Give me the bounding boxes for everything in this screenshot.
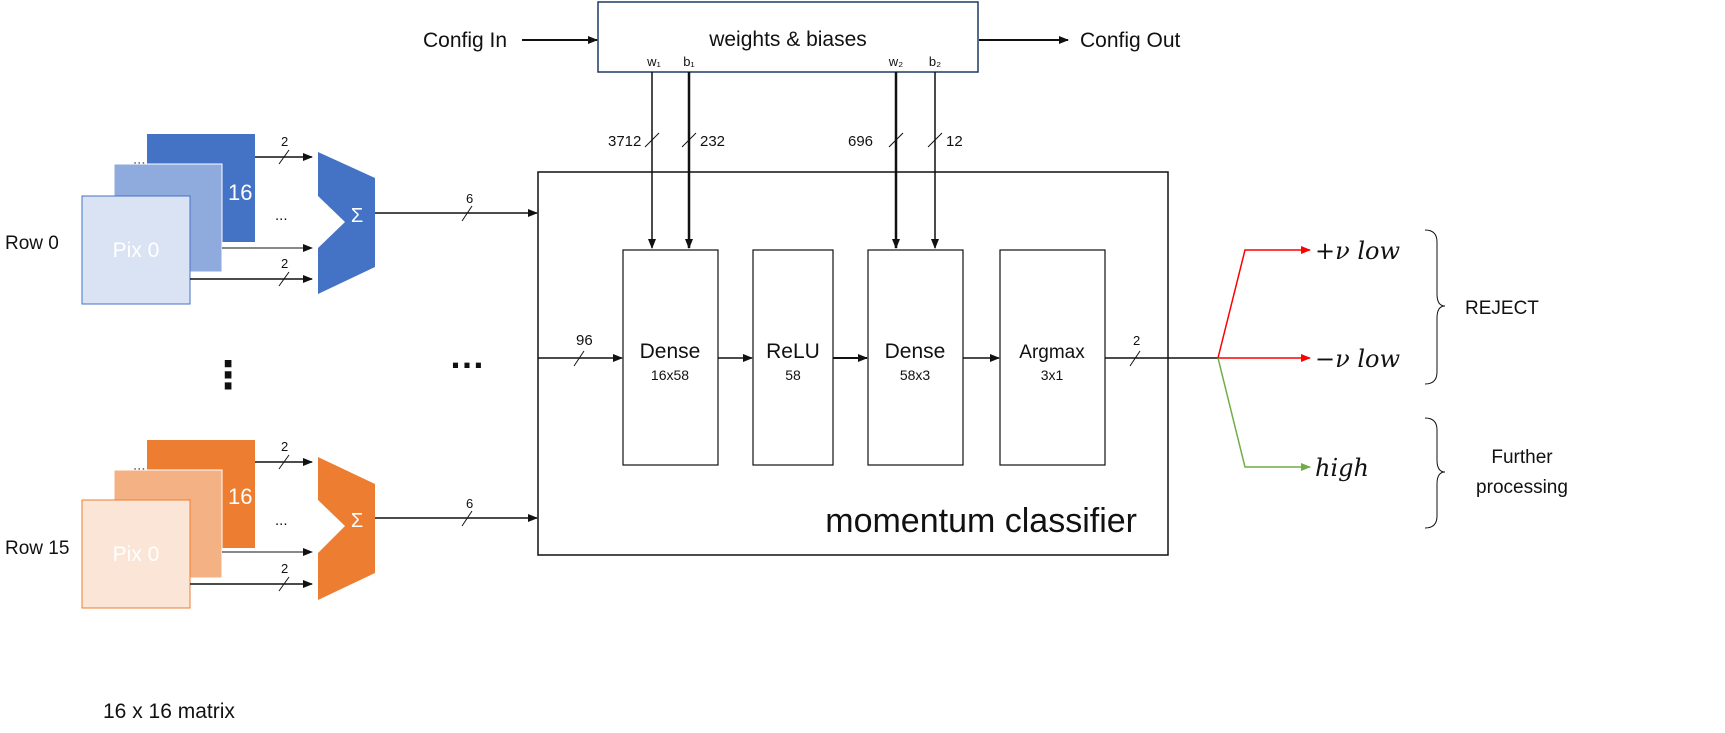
dense-2-block: Dense 58x3 [867, 249, 964, 466]
weights-biases-block: weights & biases w₁ b₁ w₂ b₂ [597, 1, 979, 73]
row-15-bus-ellipsis: ... [275, 512, 288, 529]
dense-1-box [622, 249, 719, 466]
port-b2: b₂ [929, 54, 941, 69]
w2-bus-slash [888, 132, 904, 148]
classifier-input-bus-slash [573, 350, 585, 367]
dense-2-dims: 58x3 [900, 367, 931, 383]
dense-1-block: Dense 16x58 [622, 249, 719, 466]
output-branch-high [1217, 357, 1311, 471]
output-label-high: high [1315, 454, 1369, 482]
reject-bracket [1424, 229, 1446, 385]
further-processing-bracket [1424, 417, 1446, 529]
weights-biases-box [597, 1, 979, 73]
output-branch-plus-nu-low [1217, 246, 1311, 359]
b1-bus-width: 232 [700, 133, 725, 150]
relu-block: ReLU 58 [752, 249, 834, 466]
row-0-pix-bus-1-width: 2 [281, 134, 288, 149]
row-15-pixel-stack: ... 16 Pix 0 [81, 440, 255, 609]
row-0-sum-bus-slash [461, 205, 473, 222]
b2-bus-slash [927, 132, 943, 148]
matrix-caption: 16 x 16 matrix [103, 700, 235, 723]
row-0-sum-bus-width: 6 [466, 191, 473, 206]
dense-1-dims: 16x58 [651, 367, 689, 383]
dense-2-box [867, 249, 964, 466]
row-15-front-label: Pix 0 [113, 543, 160, 566]
row-15-pix-bus-3-slash [278, 576, 290, 592]
rows-horizontal-ellipsis: … [449, 335, 485, 376]
row-15-sum-block [318, 457, 375, 600]
dense-1-label: Dense [640, 340, 701, 363]
relu-dims: 58 [785, 367, 801, 383]
relu-box [752, 249, 834, 466]
port-b1: b₁ [683, 54, 695, 69]
config-in-label: Config In [423, 29, 507, 52]
classifier-input-bus-width: 96 [576, 332, 593, 349]
output-label-minus-nu-low: −ν low [1315, 345, 1400, 373]
row-15-sum-bus-width: 6 [466, 496, 473, 511]
row-0-tile-index: 16 [228, 180, 252, 205]
b2-bus-width: 12 [946, 133, 963, 150]
row-15-sum-bus-slash [461, 510, 473, 527]
output-label-plus-nu-low: +ν low [1315, 237, 1400, 265]
row-15-tile-index: 16 [228, 484, 252, 509]
row-15-sum-symbol: Σ [351, 510, 363, 532]
w1-bus-slash [644, 132, 660, 148]
b1-bus-slash [681, 132, 697, 148]
row-0-pix-bus-3-width: 2 [281, 256, 288, 271]
row-0-pix-bus-3-slash [278, 271, 290, 287]
argmax-dims: 3x1 [1041, 367, 1064, 383]
classifier-output-bus-slash [1129, 350, 1141, 367]
row-0-pixel-stack: ... 16 Pix 0 [81, 134, 255, 305]
rows-vertical-ellipsis: ⋮ [209, 355, 247, 397]
argmax-label: Argmax [1019, 342, 1085, 363]
config-out-label: Config Out [1080, 29, 1181, 52]
row-0-sum-symbol: Σ [351, 205, 363, 227]
weights-biases-label: weights & biases [708, 28, 867, 51]
w2-bus-width: 696 [848, 133, 873, 150]
dense-2-label: Dense [885, 340, 946, 363]
row-0-front-label: Pix 0 [113, 239, 160, 262]
classifier-output-bus-width: 2 [1133, 333, 1140, 348]
row-15-front-tile [81, 499, 191, 609]
momentum-classifier-title: momentum classifier [825, 502, 1137, 540]
row-15-label: Row 15 [5, 538, 69, 559]
further-processing-label-line1: Further [1491, 447, 1553, 468]
w1-bus-width: 3712 [608, 133, 641, 150]
reject-label: REJECT [1465, 298, 1539, 319]
row-0-label: Row 0 [5, 233, 59, 254]
row-15-pix-bus-1-width: 2 [281, 439, 288, 454]
row-15-pix-bus-3-width: 2 [281, 561, 288, 576]
relu-label: ReLU [766, 340, 820, 363]
port-w1: w₁ [646, 54, 661, 69]
row-0-sum-block [318, 152, 375, 294]
row-15-pix-bus-1-slash [278, 454, 290, 470]
argmax-block: Argmax 3x1 [999, 249, 1106, 466]
row-0-front-tile [81, 195, 191, 305]
row-0-bus-ellipsis: ... [275, 207, 288, 224]
argmax-box [999, 249, 1106, 466]
row-0-pix-bus-1-slash [278, 149, 290, 165]
further-processing-label-line2: processing [1476, 477, 1568, 498]
momentum-classifier-box [537, 171, 1169, 556]
port-w2: w₂ [888, 54, 903, 69]
